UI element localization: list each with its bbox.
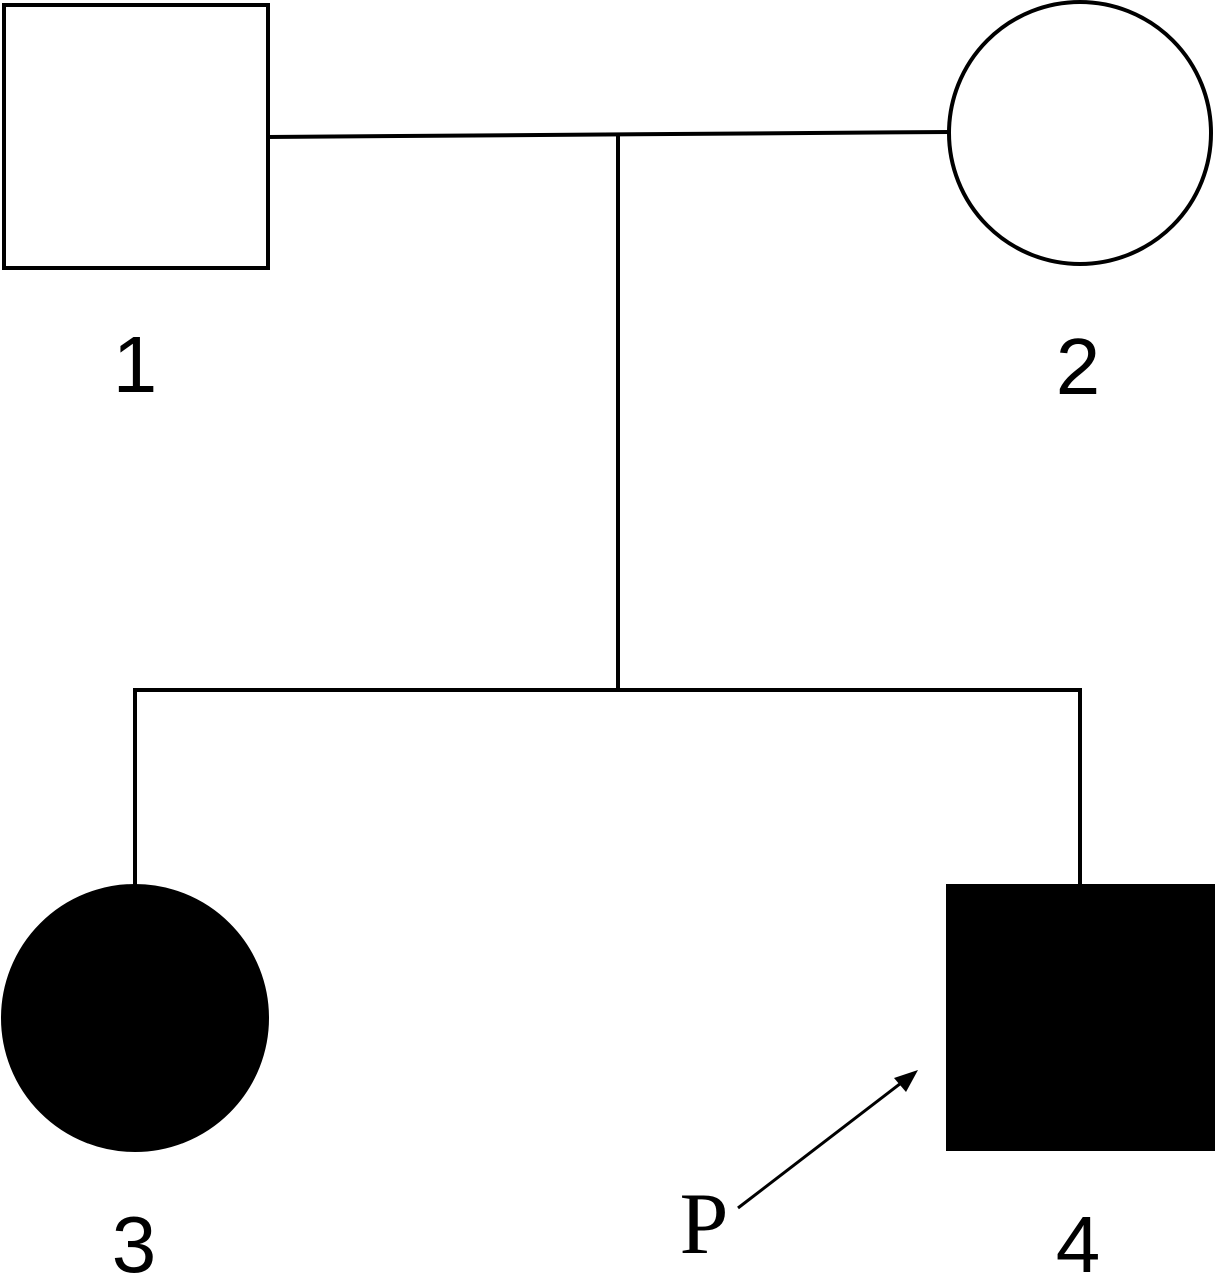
marriage-line [265, 129, 951, 140]
individual-3-label: 3 [112, 1200, 157, 1280]
proband-arrow-head [894, 1070, 918, 1092]
individual-3-female-circle-affected [1, 884, 269, 1152]
individual-4-label: 4 [1056, 1200, 1101, 1280]
proband-arrow-shaft [737, 1078, 906, 1210]
individual-4-male-square-affected [946, 884, 1215, 1151]
proband-marker-label: P [680, 1176, 729, 1273]
individual-1-label: 1 [113, 320, 158, 409]
individual-2-label: 2 [1056, 322, 1101, 411]
individual-2-female-circle [947, 0, 1213, 266]
individual-1-male-square [2, 3, 270, 270]
